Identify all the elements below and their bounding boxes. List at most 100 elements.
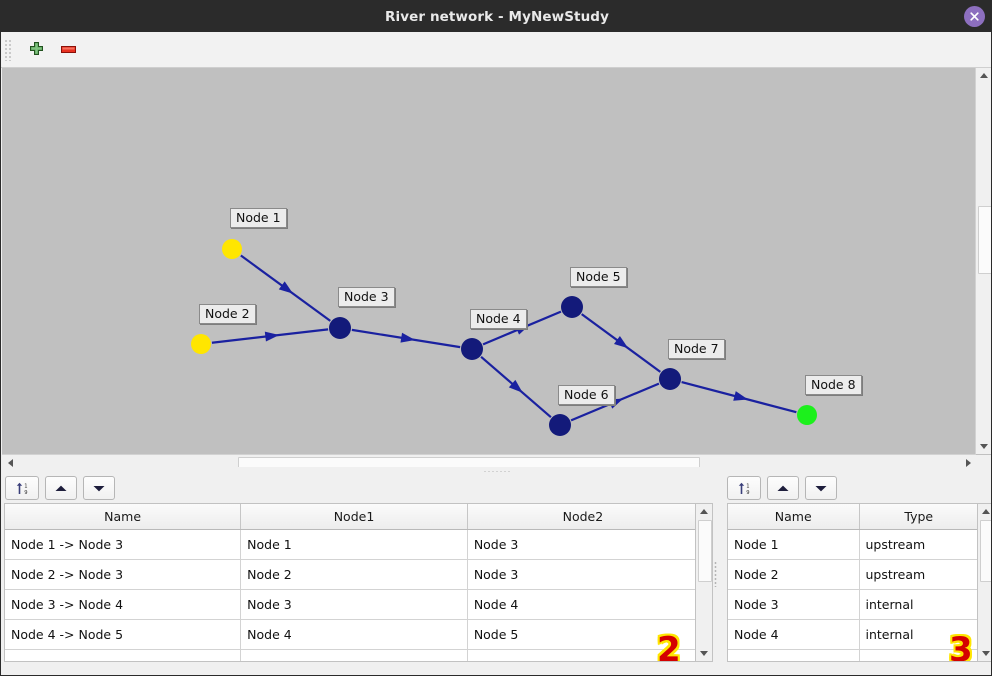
reaches-table-empty-cell[interactable] (5, 649, 242, 661)
network-canvas[interactable]: Node 1 Node 2 Node 3 Node 4 Node 5 Node 6 Node… (2, 68, 976, 454)
graph-node-n1[interactable] (222, 239, 242, 259)
remove-minus-icon[interactable] (55, 37, 81, 63)
reaches-table-empty-cell[interactable] (467, 649, 698, 661)
reaches-table-cell[interactable]: Node 4 (467, 589, 698, 620)
horizontal-splitter[interactable] (2, 467, 991, 475)
vertical-splitter[interactable] (713, 473, 718, 675)
graph-node-label-n5[interactable]: Node 5 (570, 267, 627, 287)
svg-text:1: 1 (746, 483, 749, 489)
graph-node-label-n2[interactable]: Node 2 (199, 304, 256, 324)
reaches-table-cell[interactable]: Node 4 (240, 619, 468, 650)
nodes-table-cell[interactable]: internal (859, 589, 978, 620)
graph-node-n7[interactable] (659, 368, 681, 390)
svg-text:9: 9 (746, 490, 749, 496)
close-icon[interactable] (964, 6, 985, 27)
reaches-table-cell[interactable]: Node 3 (467, 529, 698, 560)
toolbar-drag-handle[interactable] (4, 38, 13, 61)
nodes-table-cell[interactable]: Node 3 (728, 589, 860, 620)
svg-text:1: 1 (24, 483, 27, 489)
reaches-table-empty-row[interactable] (5, 649, 698, 661)
reaches-scroll-down-arrow-icon[interactable] (696, 646, 712, 661)
add-plus-icon[interactable] (23, 37, 49, 63)
graph-vertical-scroll-thumb[interactable] (978, 206, 991, 274)
scroll-up-arrow-icon[interactable] (976, 68, 991, 83)
graph-node-n2[interactable] (191, 334, 211, 354)
graph-node-n4[interactable] (461, 338, 483, 360)
network-graph-svg (191, 239, 817, 436)
graph-node-label-n1[interactable]: Node 1 (230, 208, 287, 228)
graph-node-label-n8[interactable]: Node 8 (805, 375, 862, 395)
nodes-table-cell[interactable]: Node 2 (728, 559, 860, 590)
reaches-table-cell[interactable]: Node 3 (467, 559, 698, 590)
vertical-splitter-grip-icon (714, 561, 717, 587)
nodes-table-column-header[interactable]: Name (728, 504, 860, 530)
graph-node-label-n6[interactable]: Node 6 (558, 385, 615, 405)
reaches-table-cell[interactable]: Node 2 -> Node 3 (5, 559, 242, 590)
scroll-down-arrow-icon[interactable] (976, 439, 991, 454)
reaches-vertical-scrollbar[interactable] (695, 503, 713, 662)
reaches-table-cell[interactable]: Node 2 (240, 559, 468, 590)
graph-node-n8[interactable] (797, 405, 817, 425)
move-up-button[interactable] (45, 476, 77, 500)
graph-node-n5[interactable] (561, 296, 583, 318)
nodes-vertical-scroll-thumb[interactable] (980, 520, 991, 582)
main-toolbar (1, 32, 991, 68)
graph-node-label-n7[interactable]: Node 7 (668, 339, 725, 359)
nodes-table-empty-cell[interactable] (728, 649, 860, 661)
window-title: River network - MyNewStudy (385, 8, 609, 25)
reaches-table-column-header[interactable]: Name (5, 504, 242, 530)
graph-vertical-scrollbar[interactable] (975, 68, 991, 454)
nodes-table-cell[interactable]: Node 1 (728, 529, 860, 560)
title-bar: River network - MyNewStudy (1, 1, 991, 32)
nodes-vertical-scrollbar[interactable] (977, 503, 991, 662)
nodes-scroll-up-arrow-icon[interactable] (978, 504, 991, 519)
reaches-vertical-scroll-thumb[interactable] (698, 520, 712, 582)
reaches-table-cell[interactable]: Node 1 (240, 529, 468, 560)
reaches-table-empty-cell[interactable] (240, 649, 468, 661)
reaches-scroll-up-arrow-icon[interactable] (696, 504, 712, 519)
nodes-table-empty-row[interactable] (728, 649, 978, 661)
graph-node-label-n4[interactable]: Node 4 (470, 309, 527, 329)
reaches-table-cell[interactable]: Node 1 -> Node 3 (5, 529, 242, 560)
graph-edge-arrow-icon (613, 335, 629, 349)
reaches-table-column-header[interactable]: Node2 (467, 504, 698, 530)
nodes-table-empty-cell[interactable] (859, 649, 978, 661)
reaches-table-column-header[interactable]: Node1 (240, 504, 468, 530)
move-down-button[interactable] (83, 476, 115, 500)
sort-icon[interactable]: 1 9 (5, 476, 39, 500)
nodes-scroll-down-arrow-icon[interactable] (978, 646, 991, 661)
graph-edge-arrow-icon (733, 391, 749, 401)
reaches-table-cell[interactable]: Node 3 (240, 589, 468, 620)
graph-node-n3[interactable] (329, 317, 351, 339)
reaches-table-cell[interactable]: Node 4 -> Node 5 (5, 619, 242, 650)
nodes-table-cell[interactable]: upstream (859, 529, 978, 560)
nodes-table-cell[interactable]: internal (859, 619, 978, 650)
nodes-table-cell[interactable]: upstream (859, 559, 978, 590)
reaches-table-cell[interactable]: Node 3 -> Node 4 (5, 589, 242, 620)
graph-node-label-n3[interactable]: Node 3 (338, 287, 395, 307)
reaches-table-cell[interactable]: Node 5 (467, 619, 698, 650)
nodes-table-column-header[interactable]: Type (859, 504, 978, 530)
nodes-sort-icon[interactable]: 1 9 (727, 476, 761, 500)
nodes-move-down-button[interactable] (805, 476, 837, 500)
graph-node-n6[interactable] (549, 414, 571, 436)
nodes-move-up-button[interactable] (767, 476, 799, 500)
nodes-table-cell[interactable]: Node 4 (728, 619, 860, 650)
